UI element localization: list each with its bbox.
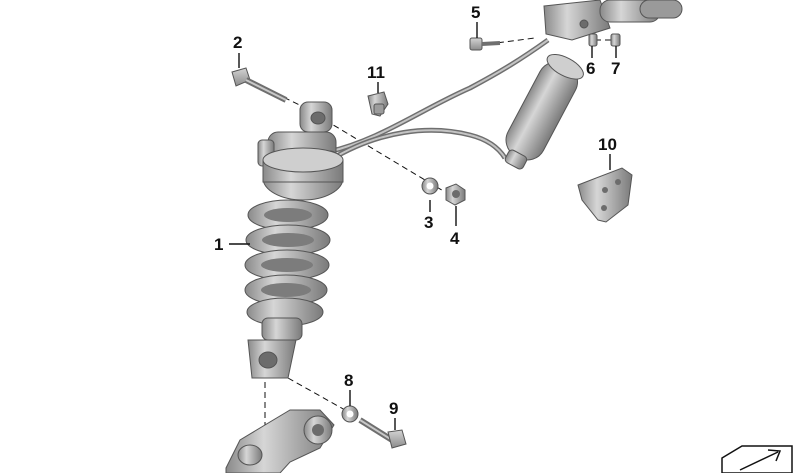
callout-5: 5: [471, 3, 480, 22]
remote-reservoir: [504, 53, 584, 170]
washer-item-3: [421, 177, 439, 195]
shock-absorber: [244, 101, 344, 379]
callout-1: 1: [214, 235, 223, 254]
bolt-item-2: [231, 67, 288, 103]
clip-item-7: [610, 33, 621, 47]
callout-8: 8: [344, 371, 353, 390]
callout-11: 11: [367, 63, 385, 82]
nut-item-4: [445, 183, 466, 206]
washer-item-8: [341, 405, 359, 423]
bracket-item-10: [577, 167, 633, 223]
callout-9: 9: [389, 399, 398, 418]
coil-spring: [244, 199, 331, 327]
callout-6: 6: [586, 59, 595, 78]
bolt-item-9: [358, 417, 407, 449]
hydraulic-hose: [327, 37, 550, 163]
callout-7: 7: [611, 59, 620, 78]
lower-linkage: [225, 409, 335, 473]
preload-adjuster: [543, 0, 683, 41]
callout-labels: 1 2 3 4 5 6 7 8 9 10 11: [214, 3, 620, 418]
screw-item-5: [469, 37, 501, 51]
leader-lines: [229, 22, 617, 430]
arrow-box-icon[interactable]: [721, 445, 793, 473]
clip-item-6: [588, 33, 598, 47]
callout-10: 10: [598, 135, 617, 154]
callout-3: 3: [424, 213, 433, 232]
callout-4: 4: [450, 229, 460, 248]
clamp-item-11: [367, 91, 389, 117]
callout-2: 2: [233, 33, 242, 52]
